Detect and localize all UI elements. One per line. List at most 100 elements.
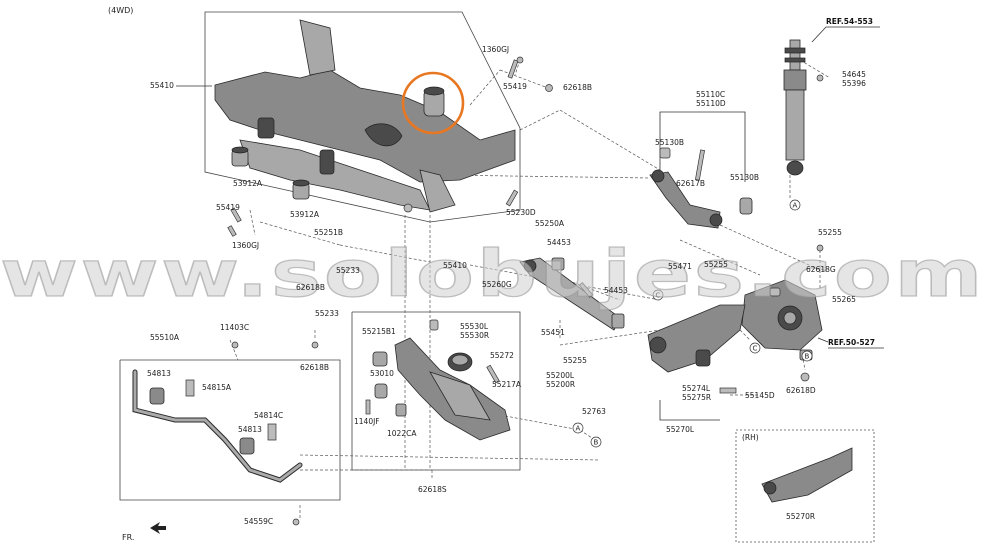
label-54814C: 54814C <box>254 411 283 420</box>
label-55233-top: 55233 <box>336 266 360 275</box>
label-53010: 53010 <box>370 369 394 378</box>
crossmember-frame <box>204 11 521 223</box>
label-55272: 55272 <box>490 351 514 360</box>
label-54815A: 54815A <box>202 383 232 392</box>
label-55510A: 55510A <box>150 333 180 342</box>
label-62618B-low: 62618B <box>300 363 329 372</box>
bolt-55419-left <box>227 207 242 237</box>
highlight-circle <box>401 71 465 135</box>
trailing-arm-55270L <box>647 304 746 394</box>
label-54645: 54645 <box>842 70 866 79</box>
label-55260G: 55260G <box>482 280 512 289</box>
label-55230D: 55230D <box>506 208 536 217</box>
callout-C-2: C <box>749 342 761 354</box>
label-55200L: 55200L <box>546 371 575 380</box>
bolt-55230D <box>505 189 519 207</box>
label-55530L: 55530L <box>460 322 489 331</box>
lower-arm-55200 <box>365 319 511 441</box>
callout-C-1: C <box>652 289 664 301</box>
shock-absorber <box>783 39 824 176</box>
label-55110C: 55110C <box>696 90 725 99</box>
svg-text:A: A <box>576 425 581 433</box>
upper-arm-bracket <box>659 111 746 182</box>
watermark: www.solobujes.com <box>0 238 985 312</box>
label-11403C: 11403C <box>220 323 249 332</box>
label-62618G: 62618G <box>806 265 836 274</box>
label-55270L: 55270L <box>666 425 695 434</box>
label-55255-low: 55255 <box>563 356 587 365</box>
label-55215B1: 55215B1 <box>362 327 396 336</box>
label-rh: (RH) <box>742 433 759 442</box>
label-55451: 55451 <box>541 328 565 337</box>
lower-arm-frame <box>351 311 521 471</box>
label-55265: 55265 <box>832 295 856 304</box>
label-54813-a: 54813 <box>147 369 171 378</box>
crossmember-55410 <box>214 19 516 213</box>
bushing-highlighted <box>423 86 445 117</box>
label-55471: 55471 <box>668 262 692 271</box>
label-1360GJ-left: 1360GJ <box>232 241 259 250</box>
label-55530R: 55530R <box>460 331 489 340</box>
label-55145D: 55145D <box>745 391 775 400</box>
label-55200R: 55200R <box>546 380 575 389</box>
label-62618D: 62618D <box>786 386 816 395</box>
callout-B-2: B <box>590 436 602 448</box>
label-55270R: 55270R <box>786 512 815 521</box>
callout-B-1: B <box>801 350 813 362</box>
label-1140JF: 1140JF <box>354 417 380 426</box>
upper-arm-55110 <box>649 147 753 229</box>
label-55217A: 55217A <box>492 380 522 389</box>
label-55250A: 55250A <box>535 219 565 228</box>
front-label: FR. <box>122 533 134 542</box>
svg-text:A: A <box>793 202 798 210</box>
label-54453: 54453 <box>547 238 571 247</box>
stabilizer-frame <box>119 359 341 501</box>
label-55410: 55410 <box>150 81 174 90</box>
label-1360GJ-top: 1360GJ <box>482 45 509 54</box>
bolt-1360GJ-top <box>507 56 524 79</box>
label-55130B-a: 55130B <box>655 138 684 147</box>
label-53912A-b: 53912A <box>290 210 320 219</box>
svg-text:C: C <box>656 292 661 300</box>
trailing-arm-55270R <box>761 447 853 503</box>
front-arrow-icon <box>150 522 166 534</box>
bolt-62618B-top <box>545 84 553 92</box>
part-labels: (4WD) 55410 1360GJ 55419 62618B 55110C 5… <box>108 6 884 542</box>
label-54453-b: 54453 <box>604 286 628 295</box>
callout-A-2: A <box>572 422 584 434</box>
label-55396: 55396 <box>842 79 866 88</box>
bushing-53912A-a <box>231 146 249 167</box>
label-53912A-a: 53912A <box>233 179 263 188</box>
label-62618S: 62618S <box>418 485 447 494</box>
label-55410-wm: 55410 <box>443 261 467 270</box>
label-55233-low: 55233 <box>315 309 339 318</box>
svg-text:C: C <box>753 345 758 353</box>
label-55130B-b: 55130B <box>730 173 759 182</box>
label-1022CA: 1022CA <box>387 429 417 438</box>
svg-text:B: B <box>594 439 599 447</box>
label-55419-left: 55419 <box>216 203 240 212</box>
label-54813-b: 54813 <box>238 425 262 434</box>
label-ref-54-553: REF.54-553 <box>826 17 873 26</box>
callout-A-1: A <box>789 199 801 211</box>
label-55255-mid: 55255 <box>704 260 728 269</box>
label-62618B-mid: 62618B <box>296 283 325 292</box>
lateral-arm-55250 <box>519 257 625 331</box>
label-55251B: 55251B <box>314 228 343 237</box>
stabilizer-bar <box>132 341 319 483</box>
trailing-arm-bracket <box>659 400 720 421</box>
label-52763: 52763 <box>582 407 606 416</box>
label-ref-50-527: REF.50-527 <box>828 338 875 347</box>
svg-text:B: B <box>805 353 810 361</box>
label-55274L: 55274L <box>682 384 711 393</box>
label-62618B-top: 62618B <box>563 83 592 92</box>
label-62617B: 62617B <box>676 179 705 188</box>
rh-arm-frame <box>735 429 875 543</box>
bushing-53912A-b <box>292 179 310 200</box>
label-55110D: 55110D <box>696 99 726 108</box>
label-55255-right: 55255 <box>818 228 842 237</box>
label-55275R: 55275R <box>682 393 711 402</box>
label-55419-top: 55419 <box>503 82 527 91</box>
